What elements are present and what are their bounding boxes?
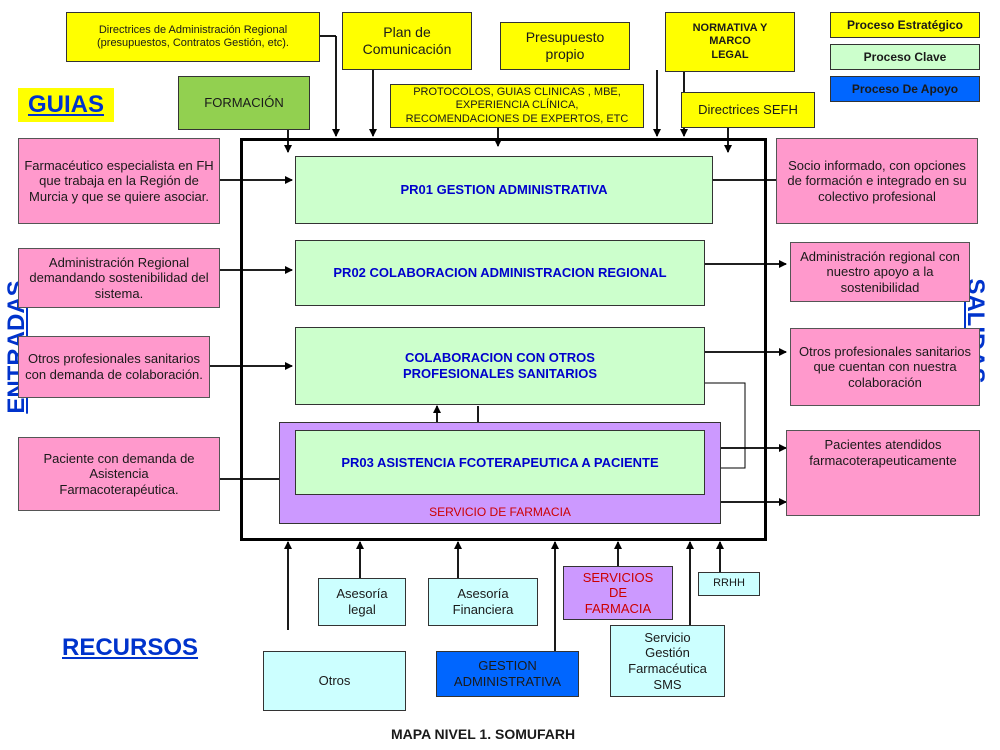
- process-colaboracion[interactable]: COLABORACION CON OTROS PROFESIONALES SAN…: [295, 327, 705, 405]
- guia-plan-comunicacion-label: Plan de Comunicación: [362, 24, 452, 57]
- guia-directrices-admin[interactable]: Directrices de Administración Regional (…: [66, 12, 320, 62]
- guia-sefh-label: Directrices SEFH: [698, 102, 798, 118]
- process-colaboracion-line2: PROFESIONALES SANITARIOS: [402, 366, 598, 381]
- guia-plan-comunicacion[interactable]: Plan de Comunicación: [342, 12, 472, 70]
- entrada-administracion-label: Administración Regional demandando soste…: [29, 254, 209, 301]
- guia-formacion[interactable]: FORMACIÓN: [178, 76, 310, 130]
- legend-clave-label: Proceso Clave: [863, 49, 947, 64]
- entrada-otros-profesionales[interactable]: Otros profesionales sanitarios con deman…: [18, 336, 210, 398]
- salida-socio-label: Socio informado, con opciones de formaci…: [787, 157, 967, 204]
- process-pr03[interactable]: PR03 ASISTENCIA FCOTERAPEUTICA A PACIENT…: [295, 430, 705, 495]
- entrada-farmaceutico[interactable]: Farmacéutico especialista en FH que trab…: [18, 138, 220, 224]
- legend-apoyo: Proceso De Apoyo: [830, 76, 980, 102]
- guia-protocolos-label: PROTOCOLOS, GUIAS CLINICAS , MBE, EXPERI…: [405, 86, 629, 125]
- guia-presupuesto[interactable]: Presupuesto propio: [500, 22, 630, 70]
- guia-directrices-admin-label: Directrices de Administración Regional (…: [97, 23, 289, 49]
- entrada-otros-profesionales-label: Otros profesionales sanitarios con deman…: [25, 351, 203, 382]
- diagram-caption: MAPA NIVEL 1. SOMUFARH: [391, 726, 576, 742]
- recurso-servicio-gestion-sms[interactable]: Servicio Gestión Farmacéutica SMS: [610, 625, 725, 697]
- entrada-paciente-label: Paciente con demanda de Asistencia Farma…: [43, 450, 195, 497]
- legend-estrategico-label: Proceso Estratégico: [846, 17, 964, 32]
- guia-formacion-label: FORMACIÓN: [204, 95, 284, 111]
- guia-sefh[interactable]: Directrices SEFH: [681, 92, 815, 128]
- recurso-rrhh[interactable]: RRHH: [698, 572, 760, 596]
- process-pr02[interactable]: PR02 COLABORACION ADMINISTRACION REGIONA…: [295, 240, 705, 306]
- entrada-paciente[interactable]: Paciente con demanda de Asistencia Farma…: [18, 437, 220, 511]
- recurso-rrhh-label: RRHH: [713, 577, 745, 590]
- recurso-asesoria-legal-label: Asesoría legal: [336, 586, 388, 617]
- servicio-farmacia-label: SERVICIO DE FARMACIA: [429, 505, 571, 519]
- guia-protocolos[interactable]: PROTOCOLOS, GUIAS CLINICAS , MBE, EXPERI…: [390, 84, 644, 128]
- main-process-frame: [240, 138, 767, 541]
- salida-administracion-label: Administración regional con nuestro apoy…: [800, 248, 960, 295]
- guia-normativa-label: NORMATIVA Y MARCO LEGAL: [692, 22, 768, 61]
- salida-socio[interactable]: Socio informado, con opciones de formaci…: [776, 138, 978, 224]
- guia-normativa[interactable]: NORMATIVA Y MARCO LEGAL: [665, 12, 795, 72]
- salida-otros-profesionales-label: Otros profesionales sanitarios que cuent…: [799, 343, 971, 390]
- recurso-servicios-farmacia[interactable]: SERVICIOS DE FARMACIA: [563, 566, 673, 620]
- heading-recursos: RECURSOS: [62, 634, 199, 661]
- guia-presupuesto-label: Presupuesto propio: [525, 29, 605, 62]
- legend-apoyo-label: Proceso De Apoyo: [851, 81, 959, 96]
- recurso-otros-label: Otros: [318, 673, 351, 689]
- heading-guias: GUIAS: [18, 88, 114, 122]
- legend-estrategico: Proceso Estratégico: [830, 12, 980, 38]
- salida-pacientes-label: Pacientes atendidos farmacoterapeuticame…: [809, 437, 957, 468]
- salida-otros-profesionales[interactable]: Otros profesionales sanitarios que cuent…: [790, 328, 980, 406]
- recurso-otros[interactable]: Otros: [263, 651, 406, 711]
- entrada-administracion[interactable]: Administración Regional demandando soste…: [18, 248, 220, 308]
- recurso-asesoria-financiera-label: Asesoría Financiera: [452, 586, 514, 617]
- entrada-farmaceutico-label: Farmacéutico especialista en FH que trab…: [24, 157, 214, 204]
- process-colaboracion-line1: COLABORACION CON OTROS: [405, 350, 595, 366]
- recurso-asesoria-legal[interactable]: Asesoría legal: [318, 578, 406, 626]
- recurso-servicio-gestion-sms-label: Servicio Gestión Farmacéutica SMS: [628, 629, 707, 692]
- salida-pacientes[interactable]: Pacientes atendidos farmacoterapeuticame…: [786, 430, 980, 516]
- process-pr02-label: PR02 COLABORACION ADMINISTRACION REGIONA…: [333, 265, 667, 281]
- process-pr01-label: PR01 GESTION ADMINISTRATIVA: [400, 182, 608, 198]
- process-pr01[interactable]: PR01 GESTION ADMINISTRATIVA: [295, 156, 713, 224]
- recurso-gestion-administrativa-label: GESTION ADMINISTRATIVA: [453, 658, 562, 689]
- salida-administracion[interactable]: Administración regional con nuestro apoy…: [790, 242, 970, 302]
- recurso-gestion-administrativa[interactable]: GESTION ADMINISTRATIVA: [436, 651, 579, 697]
- legend-clave: Proceso Clave: [830, 44, 980, 70]
- recurso-servicios-farmacia-label: SERVICIOS DE FARMACIA: [582, 569, 654, 616]
- recurso-asesoria-financiera[interactable]: Asesoría Financiera: [428, 578, 538, 626]
- process-pr03-label: PR03 ASISTENCIA FCOTERAPEUTICA A PACIENT…: [341, 454, 659, 470]
